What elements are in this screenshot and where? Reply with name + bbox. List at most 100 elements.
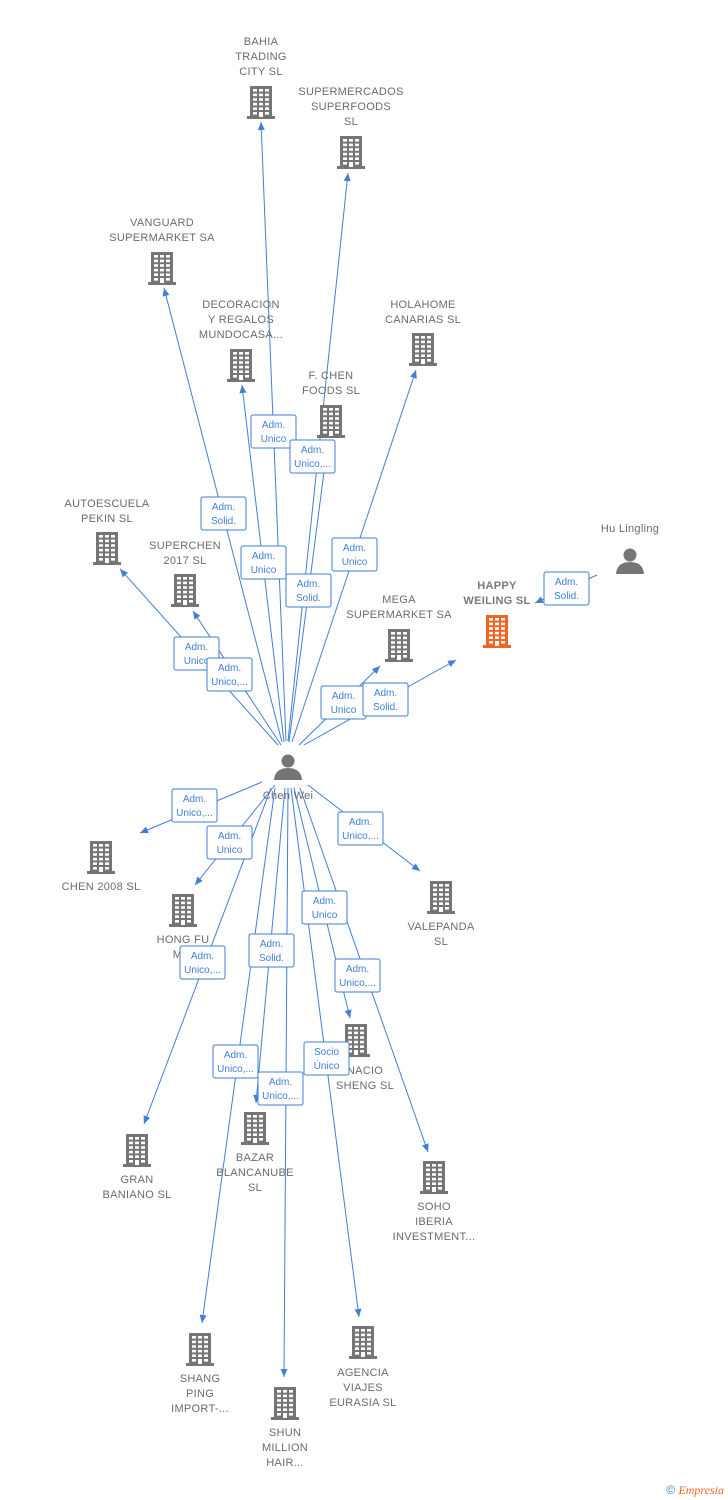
relation-text: Adm.Unico,...: [217, 1050, 254, 1075]
label-line: HAPPY: [477, 580, 517, 592]
label-line: SL: [344, 116, 358, 128]
relation-labels: Adm.UnicoAdm.Unico,...Adm.Solid.Adm.Unic…: [171, 414, 590, 1106]
relation-text: Adm.Unico,...: [184, 951, 221, 976]
arrowhead: [143, 1115, 151, 1124]
relation-badge[interactable]: Adm.Unico: [240, 545, 287, 580]
relation-text: Adm.Unico,...: [211, 663, 248, 688]
label-line: MILLION: [262, 1442, 308, 1454]
relation-badge[interactable]: Adm.Unico: [331, 537, 378, 572]
label-line: BLANCANUBE: [216, 1167, 294, 1179]
person-icon[interactable]: [616, 548, 644, 575]
building-icon[interactable]: [171, 574, 199, 607]
relation-text: Adm.Unico: [312, 896, 338, 921]
label-line: SHENG SL: [336, 1080, 394, 1092]
person-icon[interactable]: [274, 754, 302, 781]
relation-badge[interactable]: Adm.Unico: [301, 890, 348, 925]
label-line: MEGA: [382, 594, 416, 606]
arrowhead: [371, 666, 380, 675]
label-line: CANARIAS SL: [385, 314, 461, 326]
relation-text: Adm.Solid.: [296, 579, 321, 604]
edges: [119, 121, 598, 1378]
label-line: SUPERMERCADOS: [298, 86, 403, 98]
label-line: SL: [434, 936, 448, 948]
label-line: 2017 SL: [163, 555, 206, 567]
relation-badge[interactable]: Adm.Unico,...: [337, 811, 384, 846]
building-icon[interactable]: [186, 1333, 214, 1366]
label-line: SUPERMARKET SA: [109, 232, 215, 244]
relation-text: Adm.Unico,...: [262, 1077, 299, 1102]
relation-text: Adm.Unico,...: [342, 817, 379, 842]
relation-badge[interactable]: Adm.Unico: [250, 414, 297, 449]
relation-badge[interactable]: Adm.Unico,...: [334, 958, 381, 993]
person-label-chen-wei: Chen Wei: [263, 790, 314, 802]
building-icon[interactable]: [342, 1024, 370, 1057]
relation-badge[interactable]: Adm.Solid.: [248, 933, 295, 968]
building-icon[interactable]: [385, 629, 413, 662]
building-icon[interactable]: [337, 136, 365, 169]
label-line: CITY SL: [239, 66, 282, 78]
label-line: INVESTMENT...: [393, 1231, 476, 1243]
relation-badge[interactable]: Adm.Unico,...: [257, 1071, 304, 1106]
label-line: IMPORT-...: [171, 1403, 229, 1415]
label-line: PEKIN SL: [81, 513, 133, 525]
relation-badge[interactable]: Adm.Unico: [206, 825, 253, 860]
arrowhead: [343, 173, 351, 182]
building-icon[interactable]: [349, 1326, 377, 1359]
relation-text: Adm.Unico: [331, 691, 357, 716]
arrowhead: [410, 370, 417, 379]
building-icon[interactable]: [317, 405, 345, 438]
building-icon[interactable]: [409, 333, 437, 366]
relation-badge[interactable]: Adm.Solid.: [200, 496, 247, 531]
label-line: AGENCIA: [337, 1367, 389, 1379]
label-line: HAIR...: [266, 1457, 304, 1469]
company-label-chen2008: CHEN 2008 SL: [62, 881, 141, 893]
building-icon[interactable]: [93, 532, 121, 565]
label-line: VIAJES: [343, 1382, 383, 1394]
relation-badge[interactable]: Adm.Solid.: [543, 571, 590, 606]
arrowhead: [195, 876, 203, 885]
relation-badge[interactable]: Adm.Unico,...: [171, 788, 218, 823]
arrowhead: [199, 1314, 207, 1323]
label-line: Chen Wei: [263, 790, 314, 802]
arrowhead: [193, 611, 201, 620]
building-icon[interactable]: [271, 1387, 299, 1420]
label-line: SUPERMARKET SA: [346, 609, 452, 621]
relation-badge[interactable]: Adm.Solid.: [285, 573, 332, 608]
building-icon[interactable]: [420, 1161, 448, 1194]
label-line: SOHO: [417, 1201, 451, 1213]
building-icon[interactable]: [241, 1112, 269, 1145]
relation-badge[interactable]: Adm.Unico: [320, 685, 367, 720]
label-line: MUNDOCASA...: [199, 329, 283, 341]
building-icon[interactable]: [148, 252, 176, 285]
label-line: BANIANO SL: [102, 1189, 171, 1201]
building-icon[interactable]: [87, 841, 115, 874]
company-label-mega: MEGA SUPERMARKET SA: [346, 594, 452, 621]
building-icon[interactable]: [247, 86, 275, 119]
relation-badge[interactable]: Adm.Unico,...: [179, 945, 226, 980]
relation-badge[interactable]: Adm.Solid.: [362, 682, 409, 717]
building-icon[interactable]: [123, 1134, 151, 1167]
relation-badge[interactable]: Adm.Unico,...: [289, 439, 336, 474]
label-line: DECORACION: [202, 299, 280, 311]
relation-text: Adm.Unico: [251, 551, 277, 576]
relation-badge[interactable]: Adm.Unico,...: [212, 1044, 259, 1079]
building-icon[interactable]: [483, 615, 511, 648]
building-icon[interactable]: [227, 349, 255, 382]
arrowhead: [280, 1368, 288, 1377]
building-icon[interactable]: [169, 894, 197, 927]
building-icon[interactable]: [427, 881, 455, 914]
relation-badge[interactable]: Adm.Unico,...: [206, 657, 253, 692]
arrowhead: [354, 1308, 362, 1317]
